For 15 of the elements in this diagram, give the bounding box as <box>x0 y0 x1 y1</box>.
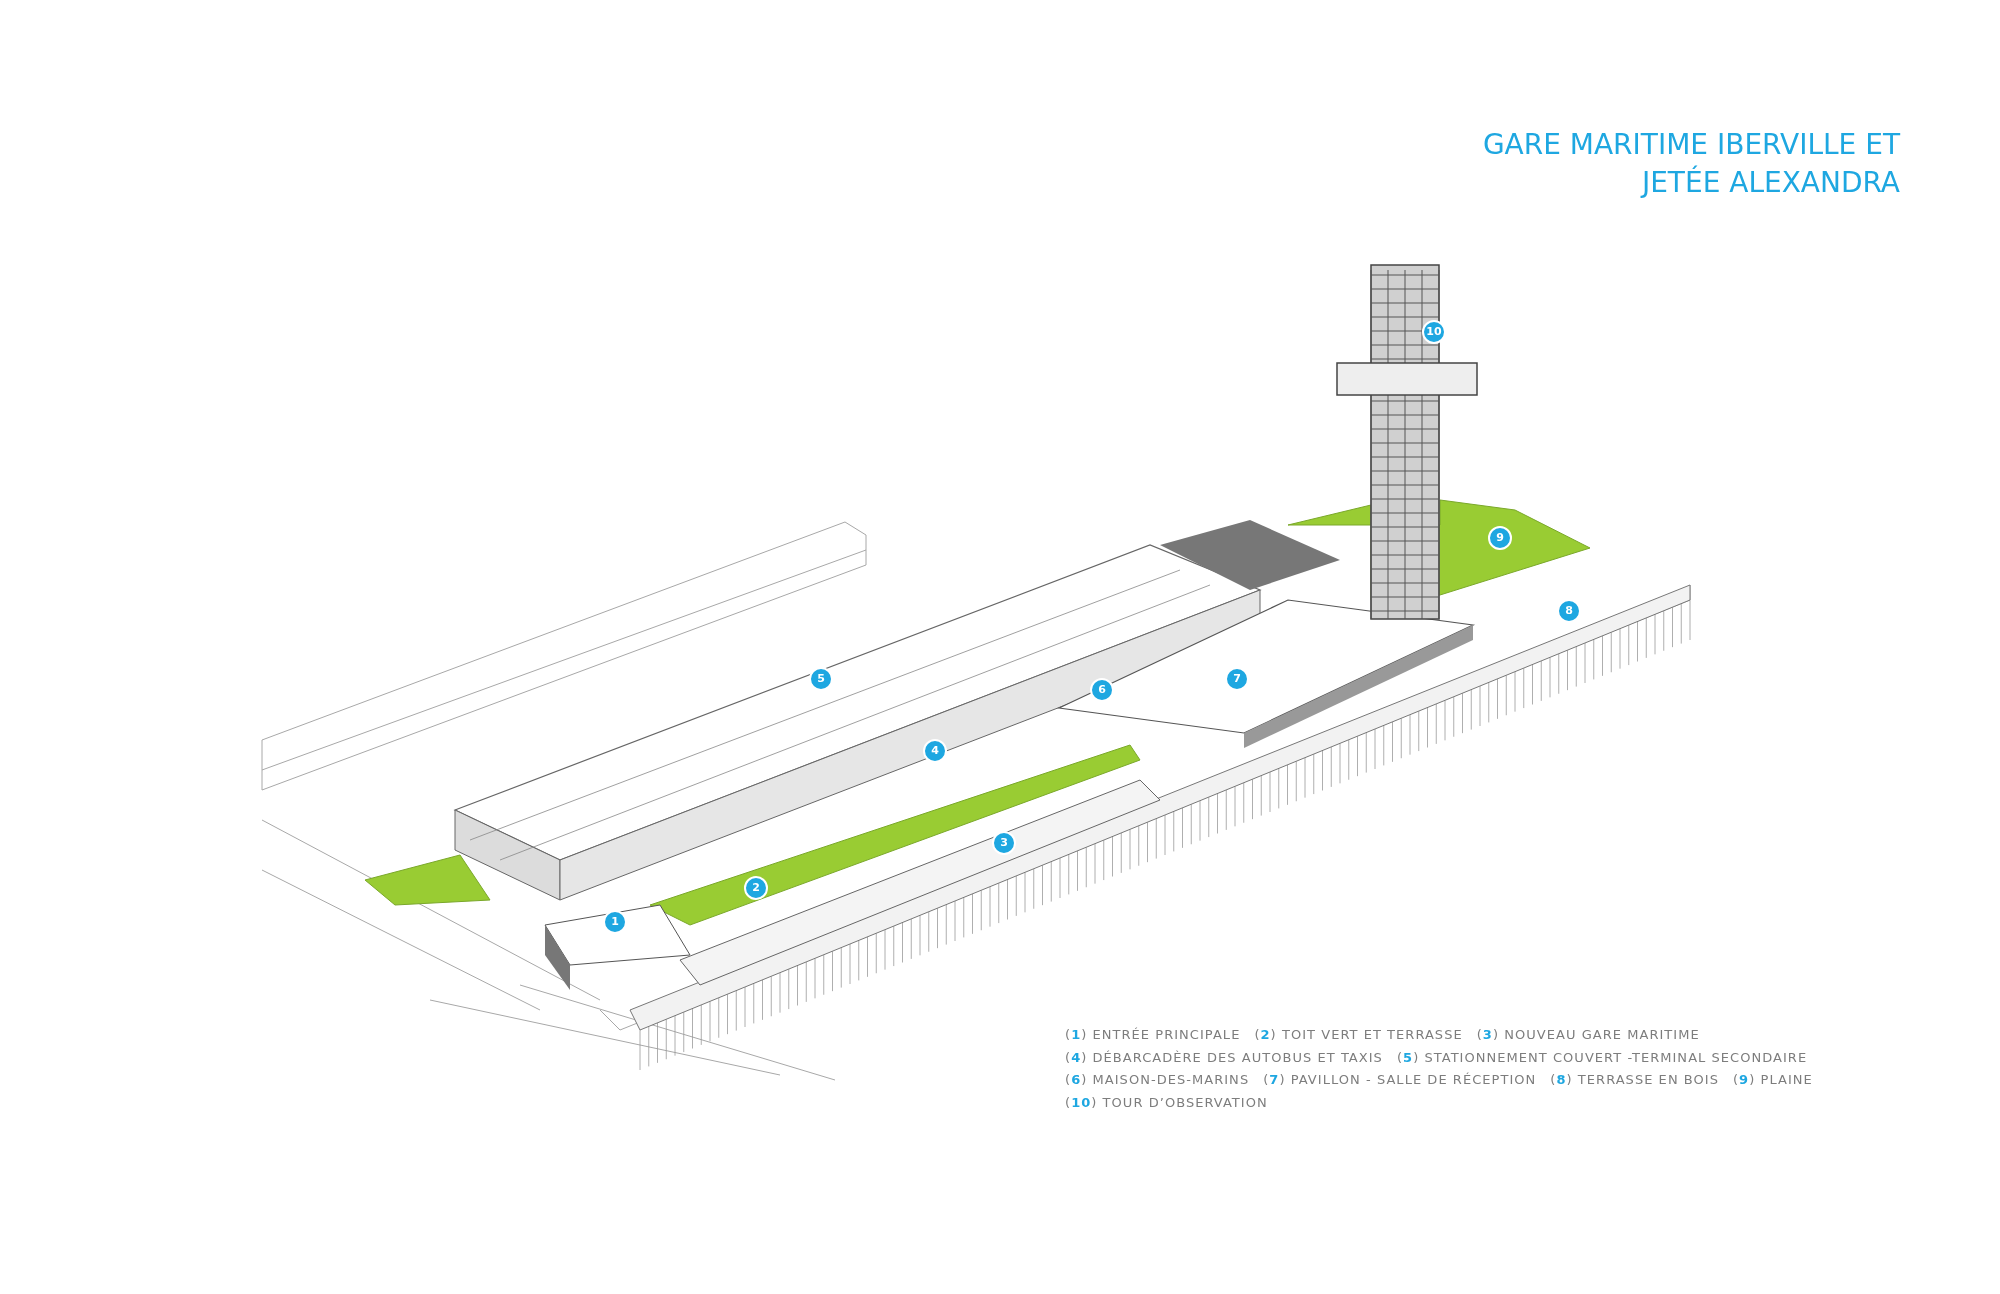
callout-number: 8 <box>1557 599 1581 623</box>
legend-entry: (9) PLAINE <box>1733 1071 1813 1089</box>
legend-entry: (6) MAISON-DES-MARINS <box>1065 1071 1250 1089</box>
callout-number: 10 <box>1422 320 1446 344</box>
legend-entry: (2) TOIT VERT ET TERRASSE <box>1254 1026 1463 1044</box>
legend-entry: (4) DÉBARCADÈRE DES AUTOBUS ET TAXIS <box>1065 1048 1383 1067</box>
legend-entry: (5) STATIONNEMENT COUVERT -TERMINAL SECONDAIRE <box>1396 1048 1808 1067</box>
legend-entry: (7) PAVILLON - SALLE DE RÉCEPTION <box>1263 1071 1537 1089</box>
legend-entry: (3) NOUVEAU GARE MARITIME <box>1476 1026 1700 1044</box>
legend-entry: (1) ENTRÉE PRINCIPALE <box>1065 1026 1241 1044</box>
callout-number: 5 <box>809 667 833 691</box>
legend-entry: (8) TERRASSE EN BOIS <box>1550 1071 1719 1089</box>
legend-entry: (10) TOUR D’OBSERVATION <box>1065 1093 1268 1112</box>
callout-number: 1 <box>603 910 627 934</box>
title: GARE MARITIME IBERVILLE ET JETÉE ALEXANDRA <box>1481 127 1900 201</box>
